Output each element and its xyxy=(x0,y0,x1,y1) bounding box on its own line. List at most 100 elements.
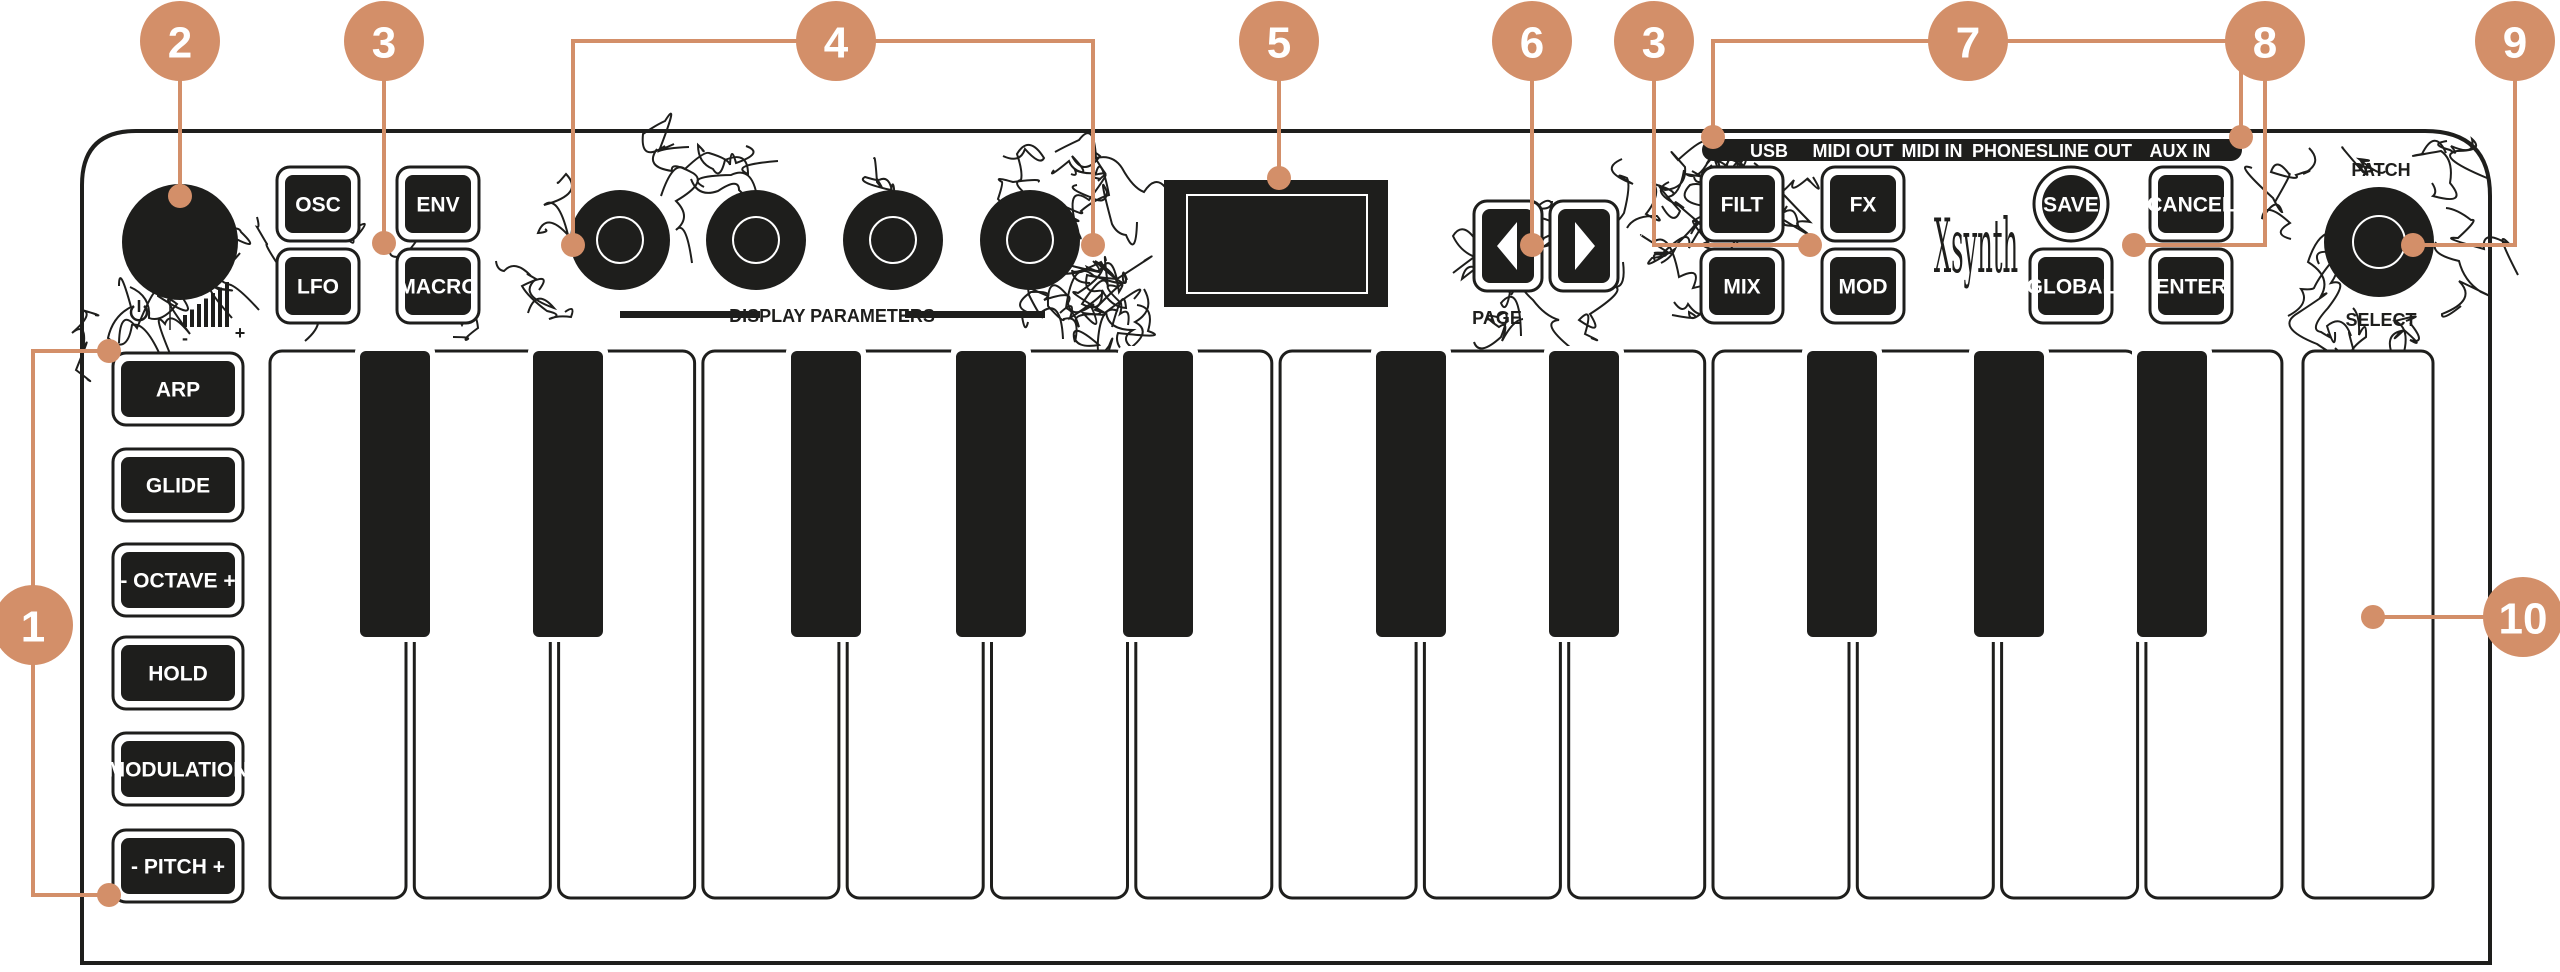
left-button-5[interactable]: - PITCH + xyxy=(111,828,245,904)
page-label: PAGE xyxy=(1472,308,1522,328)
topographic-line xyxy=(2288,231,2338,355)
cancel-button[interactable]: CANCEL xyxy=(2147,165,2235,243)
left-button-1-cap xyxy=(121,457,235,513)
page-left-button[interactable] xyxy=(1472,199,1544,293)
mod-button[interactable]: MOD xyxy=(1820,247,1906,325)
topographic-line xyxy=(1071,183,1138,246)
callout-number: 7 xyxy=(1956,19,1980,68)
callout-badge xyxy=(2475,1,2555,81)
fx-button[interactable]: FX xyxy=(1820,165,1906,243)
parameter-knob-2[interactable] xyxy=(706,190,806,290)
left-button-1[interactable]: GLIDE xyxy=(111,447,245,523)
ports-bar xyxy=(1702,139,2242,161)
mod-button-label: MOD xyxy=(1839,276,1888,299)
left-button-3[interactable]: HOLD xyxy=(111,635,245,711)
topographic-line xyxy=(1066,262,1124,325)
enter-button[interactable]: ENTER xyxy=(2148,247,2234,325)
port-label: LINE OUT xyxy=(2048,141,2132,161)
global-button-cap xyxy=(2038,257,2104,315)
parameter-knob-3[interactable] xyxy=(843,190,943,290)
knob-ring xyxy=(732,216,780,264)
left-button-2-label: - OCTAVE + xyxy=(120,570,235,593)
parameter-knob-4[interactable] xyxy=(980,190,1080,290)
callout-badge xyxy=(344,1,424,81)
left-button-4-cap xyxy=(121,741,235,797)
callout-dot xyxy=(1701,125,1725,149)
filt-button[interactable]: FILT xyxy=(1699,165,1785,243)
page-right-button[interactable] xyxy=(1548,199,1620,293)
callout-dot xyxy=(2401,233,2425,257)
topographic-line xyxy=(1658,140,1708,219)
topographic-line xyxy=(861,157,896,208)
save-button[interactable]: SAVE xyxy=(2032,165,2110,243)
callout-number: 6 xyxy=(1520,19,1544,68)
macro-button[interactable]: MACRO xyxy=(395,247,481,325)
lfo-button[interactable]: LFO xyxy=(275,247,361,325)
black-key[interactable] xyxy=(1549,351,1619,637)
osc-button[interactable]: OSC xyxy=(275,165,361,243)
mix-button-label: MIX xyxy=(1723,276,1760,299)
patch-label: PATCH xyxy=(2351,160,2410,180)
lfo-button-cap xyxy=(285,257,351,315)
topographic-line xyxy=(2269,147,2317,203)
cancel-button-label: CANCEL xyxy=(2147,194,2235,217)
control-panel: OSC ENV LFO MACRO FILT FX MIX MOD CANCEL GLOBAL EN… xyxy=(108,139,2434,904)
volume-knob[interactable] xyxy=(122,184,238,300)
callout-dot xyxy=(2229,125,2253,149)
mix-button[interactable]: MIX xyxy=(1699,247,1785,325)
callout-badge xyxy=(2225,1,2305,81)
callout-number: 2 xyxy=(168,19,192,68)
triangle-left-icon xyxy=(1497,222,1517,270)
keyboard xyxy=(268,346,2435,900)
callout-dot xyxy=(1798,233,1822,257)
callout-menu-buttons-right: 3 xyxy=(1614,1,1694,81)
callout-badge xyxy=(1239,1,1319,81)
topographic-line xyxy=(2433,241,2491,318)
topographic-line xyxy=(2341,146,2386,176)
black-key[interactable] xyxy=(1376,351,1446,637)
enter-button-cap xyxy=(2158,257,2224,315)
black-key[interactable] xyxy=(1807,351,1877,637)
parameter-knob-1[interactable] xyxy=(570,190,670,290)
left-button-0[interactable]: ARP xyxy=(111,351,245,427)
black-key[interactable] xyxy=(533,351,603,637)
callout-parameter-knobs: 4 xyxy=(796,1,876,81)
callout-line xyxy=(2134,41,2267,247)
global-button[interactable]: GLOBAL xyxy=(2027,247,2116,325)
env-button[interactable]: ENV xyxy=(395,165,481,243)
topographic-line xyxy=(1064,270,1128,328)
callout-dot xyxy=(2361,605,2385,629)
black-key[interactable] xyxy=(1123,351,1193,637)
left-button-5-label: - PITCH + xyxy=(131,856,225,879)
topographic-line xyxy=(2411,139,2458,200)
black-key[interactable] xyxy=(2137,351,2207,637)
callout-dot xyxy=(97,883,121,907)
callout-dot xyxy=(2122,233,2146,257)
callout-number: 3 xyxy=(372,19,396,68)
topographic-line xyxy=(2244,165,2292,240)
topographic-line xyxy=(1473,312,1524,350)
callout-dot xyxy=(1520,233,1544,257)
callout-badge xyxy=(796,1,876,81)
callout-dot xyxy=(97,339,121,363)
black-key[interactable] xyxy=(956,351,1026,637)
left-button-4[interactable]: MODULATION xyxy=(108,731,249,807)
volume-plus-label: + xyxy=(235,323,246,343)
left-button-2[interactable]: - OCTAVE + xyxy=(111,542,245,618)
volume-minus-label: - xyxy=(182,328,188,348)
filt-button-label: FILT xyxy=(1721,194,1764,217)
callout-page-buttons: 6 xyxy=(1492,1,1572,81)
power-icon xyxy=(129,300,149,322)
callout-patch-select-knob: 9 xyxy=(2475,1,2555,81)
topographic-line xyxy=(520,278,574,320)
callout-menu-buttons-left: 3 xyxy=(344,1,424,81)
callout-badge xyxy=(1614,1,1694,81)
topographic-line xyxy=(1059,255,1153,321)
black-key[interactable] xyxy=(360,351,430,637)
black-key[interactable] xyxy=(1974,351,2044,637)
black-key[interactable] xyxy=(791,351,861,637)
topographic-line xyxy=(652,148,699,264)
mod-button-cap xyxy=(1830,257,1896,315)
display xyxy=(1164,180,1388,307)
left-button-4-label: MODULATION xyxy=(108,759,249,782)
